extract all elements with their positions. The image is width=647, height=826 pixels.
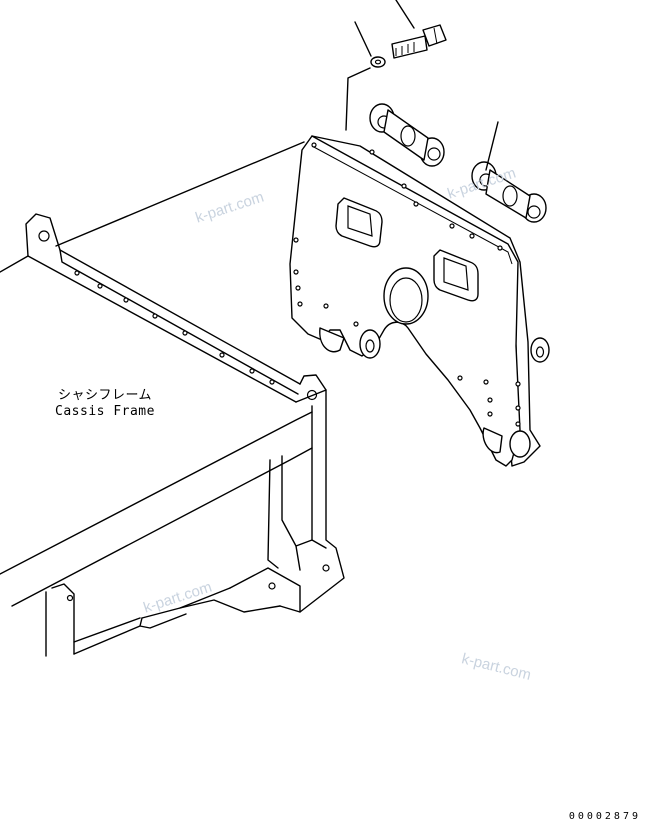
document-number: 00002879: [568, 811, 641, 822]
washer-leader-line: [354, 21, 372, 57]
washer: [370, 56, 386, 68]
bolt-leader-line: [395, 0, 415, 29]
chassis-frame: [0, 213, 345, 657]
chassis-frame-label-jp: シャシフレーム: [57, 388, 153, 403]
bolt: [391, 24, 447, 59]
bracket-leader-line: [485, 121, 499, 171]
chassis-frame-label-en: Cassis Frame: [55, 404, 155, 419]
chassis-frame-label: シャシフレーム Cassis Frame: [40, 388, 170, 420]
bolt-axis-line: [345, 67, 371, 131]
guide-line: [55, 141, 305, 247]
hitch-bracket: [289, 103, 550, 467]
